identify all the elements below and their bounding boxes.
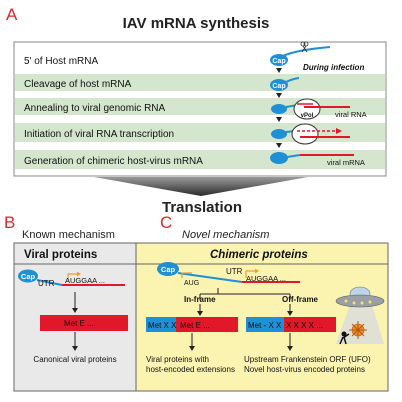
- inframe-host-segment: [146, 317, 176, 332]
- cap-icon: [18, 269, 38, 283]
- panel-b-heading: Known mechanism: [22, 229, 115, 241]
- inframe-caption-line1: Viral proteins with: [146, 355, 209, 364]
- panel-b-sequence: AUGGAA ...: [65, 276, 105, 285]
- panel-c-letter: C: [160, 213, 172, 232]
- vpol-label: vPol: [301, 113, 314, 119]
- panel-c-utr-label: UTR: [226, 267, 243, 276]
- panel-b-cap-label: Cap: [21, 272, 36, 281]
- panel-b-letter: B: [4, 213, 15, 232]
- band-generation: [15, 150, 385, 169]
- step-host-mrna: 5' of Host mRNA: [24, 56, 98, 67]
- ufo-caption-line2: Novel host-virus encoded proteins: [244, 365, 365, 374]
- row2-cleaved-graphic: Cap: [270, 77, 300, 91]
- branch-lines: [199, 288, 291, 300]
- ufo-caption-line1: Upstream Frankenstein ORF (UFO): [244, 355, 371, 364]
- panel-b-caption: Canonical viral proteins: [33, 355, 116, 364]
- inframe-viral-text: Met E ...: [180, 321, 210, 330]
- cap-icon: [270, 152, 288, 164]
- panel-a-letter: A: [6, 5, 18, 24]
- start-arrow: [181, 272, 192, 278]
- band-annealing: [15, 98, 385, 115]
- panel-a-title: IAV mRNA synthesis: [123, 15, 270, 32]
- cap-icon: [271, 104, 287, 114]
- panel-c-mrna-graphic: Cap AUG UTR AUGGAA ...: [157, 262, 300, 287]
- panel-b-utr-label: UTR: [38, 279, 55, 288]
- cap-icon: [157, 262, 179, 276]
- step-initiation: Initiation of viral RNA transcription: [24, 129, 174, 140]
- host-mrna-strand: [279, 46, 331, 58]
- step-annealing: Annealing to viral genomic RNA: [24, 103, 166, 114]
- person-icon: [339, 331, 350, 345]
- panel-c-sequence: AUGGAA ...: [246, 274, 286, 283]
- step-arrows: [276, 68, 282, 148]
- cap-label-row2: Cap: [272, 83, 285, 90]
- inframe-label: In-frame: [184, 295, 216, 304]
- cap-label-row1: Cap: [272, 58, 285, 65]
- transcription-arrow: [336, 128, 342, 134]
- row3-annealing-graphic: vPol viral RNA: [271, 98, 367, 120]
- ufo-icon: [335, 286, 385, 345]
- row1-host-mrna-graphic: Cap During infection: [270, 41, 364, 72]
- panel-b-viral-protein-bar: [40, 315, 128, 331]
- panel-b-box-title: Viral proteins: [24, 249, 97, 261]
- inframe-caption-line2: host-encoded extensions: [146, 365, 235, 374]
- viral-rna-label: viral RNA: [335, 110, 367, 119]
- viral-mrna-label: viral mRNA: [327, 158, 365, 167]
- panel-c-heading: Novel mechanism: [182, 229, 269, 241]
- step-cleavage: Cleavage of host mRNA: [24, 79, 132, 90]
- translation-label: Translation: [162, 199, 242, 216]
- offframe-host-segment: [246, 317, 284, 332]
- row5-chimeric-graphic: viral mRNA: [270, 152, 365, 167]
- step-generation: Generation of chimeric host-virus mRNA: [24, 156, 203, 167]
- offframe-viral-segment: [284, 317, 336, 332]
- virus-icon: [349, 321, 367, 339]
- panel-c-box-title: Chimeric proteins: [210, 249, 308, 261]
- row4-initiation-graphic: [271, 123, 350, 145]
- during-infection-label: During infection: [303, 63, 364, 72]
- cap-icon: [271, 129, 287, 139]
- translation-chevron: [94, 177, 308, 196]
- band-cleavage: [15, 74, 385, 91]
- offframe-label: Off-frame: [282, 295, 319, 304]
- inframe-viral-segment: [176, 317, 238, 332]
- cap-icon: [270, 54, 288, 66]
- scissors-icon: [300, 41, 309, 53]
- panel-c-cap-label: Cap: [161, 265, 176, 274]
- panel-c-aug-label: AUG: [184, 280, 199, 287]
- inframe-host-text: Met X X: [148, 321, 177, 330]
- cap-icon: [270, 79, 288, 91]
- start-arrow: [67, 273, 78, 281]
- offframe-host-text: Met - X X: [248, 321, 282, 330]
- vpol-circle: [291, 123, 319, 145]
- panel-b-protein-label: Met E ...: [64, 319, 94, 328]
- panel-b-mrna-graphic: Cap UTR AUGGAA ...: [18, 269, 125, 288]
- offframe-viral-text: X X X X ...: [286, 321, 323, 330]
